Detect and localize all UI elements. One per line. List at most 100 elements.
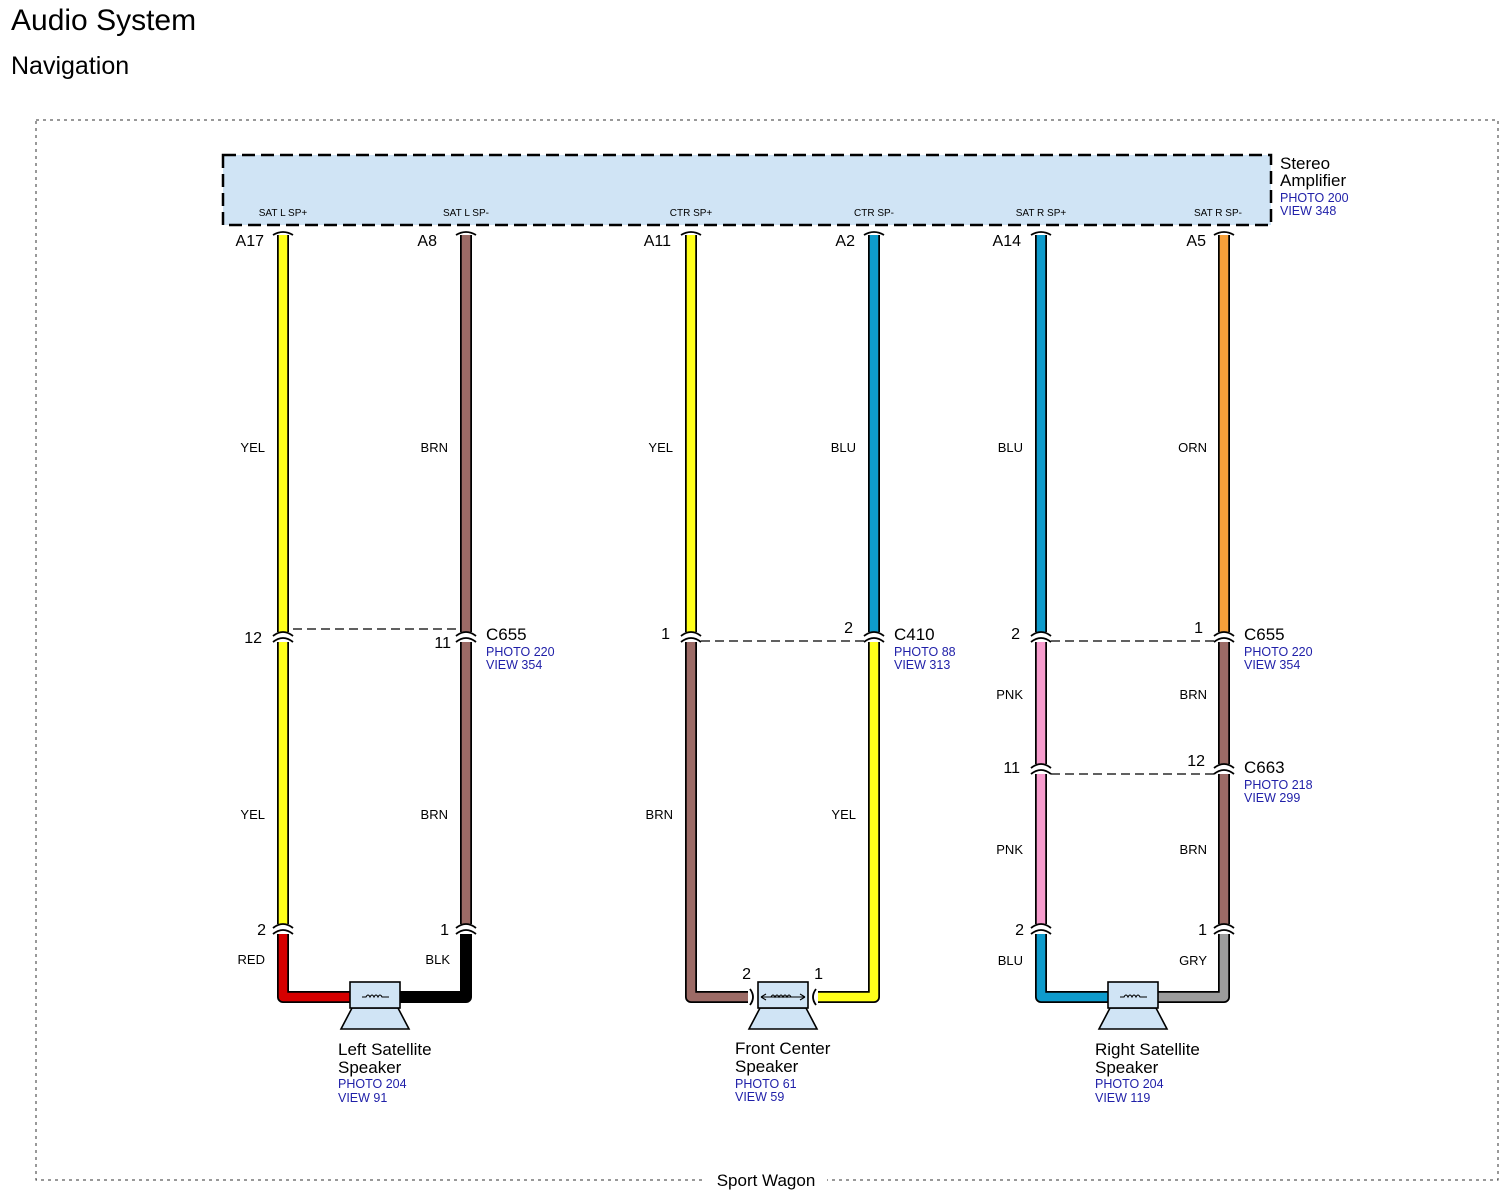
amp-pin-a8: A8 [417,233,437,250]
connector-photo-ref[interactable]: PHOTO 220 [1244,645,1313,659]
center-speaker-name-line2: Speaker [735,1057,799,1076]
left-speaker-photo-ref[interactable]: PHOTO 204 [338,1077,407,1091]
connector-pin: 12 [1187,753,1205,770]
amp-pin-a17: A17 [236,233,265,250]
wire-color-label: YEL [240,440,265,455]
amp-pin-label-sat-l-sp-neg: SAT L SP- [443,208,489,219]
center-speaker-name-line1: Front Center [735,1039,831,1058]
connector-gap [1215,632,1233,642]
connector-breaks [272,231,1235,1006]
pin-cup-icon [455,231,477,236]
connector-gap [1215,924,1233,934]
connector-gap [457,924,475,934]
wire-color-label: YEL [831,807,856,822]
right-satellite-speaker [1097,981,1169,1030]
wire-right-speaker-gry [1156,934,1229,1002]
amp-pin-a14: A14 [993,233,1022,250]
wire-color-label: YEL [240,807,265,822]
connector-pin-icon [1030,923,1052,929]
connector-view-ref[interactable]: VIEW 299 [1244,791,1300,805]
right-speaker-view-ref[interactable]: VIEW 119 [1095,1091,1150,1105]
footer-label: Sport Wagon [717,1171,816,1190]
left-satellite-speaker [339,981,411,1030]
connector-socket-icon [680,637,702,643]
connector-view-ref[interactable]: VIEW 354 [1244,658,1300,672]
pin-cup-icon [272,231,294,236]
connector-socket-icon [272,637,294,643]
wire-color-label: BLU [831,440,856,455]
connector-view-ref[interactable]: VIEW 313 [894,658,950,672]
amplifier-view-ref[interactable]: VIEW 348 [1280,204,1336,218]
connector-gap [274,632,292,642]
wire-color-label: BRN [646,807,673,822]
right-speaker-name-line2: Speaker [1095,1058,1159,1077]
wire-color-label: YEL [648,440,673,455]
wire-color-label: BRN [421,440,448,455]
speaker-pin: 1 [814,966,823,983]
speaker-pin: 1 [1198,922,1207,939]
wire-outline [1035,934,1110,1003]
connector-pin-icon [272,631,294,637]
right-speaker-name-line1: Right Satellite [1095,1040,1200,1059]
left-speaker-name-line2: Speaker [338,1058,402,1077]
center-speaker-photo-ref[interactable]: PHOTO 61 [735,1077,797,1091]
wires [277,235,1230,1003]
connector-pin-icon [1213,763,1235,769]
amp-pin-label-sat-r-sp-pos: SAT R SP+ [1016,208,1067,219]
amplifier-photo-ref[interactable]: PHOTO 200 [1280,191,1349,205]
connector-name-c410: C410 [894,625,935,644]
connector-pin-icon [1030,631,1052,637]
connector-pin-icon [1213,631,1235,637]
connector-pin-icon [1030,763,1052,769]
connector-gap [682,632,700,642]
speaker-connector-icon [749,988,754,1006]
speaker-cone-icon [339,1007,411,1030]
connector-gap [1215,764,1233,774]
connector-gap [457,632,475,642]
connector-pin: 1 [1194,620,1203,637]
connector-view-ref[interactable]: VIEW 354 [486,658,542,672]
connector-gap [1032,764,1050,774]
connector-name-c655-right: C655 [1244,625,1285,644]
connector-gap [865,632,883,642]
speaker-pin: 2 [1015,922,1024,939]
left-speaker-view-ref[interactable]: VIEW 91 [338,1091,387,1105]
stereo-amplifier [221,153,1273,227]
amplifier-name-line2: Amplifier [1280,171,1346,190]
connector-links [293,628,1214,775]
front-center-speaker [747,981,819,1030]
amp-pin-label-sat-r-sp-neg: SAT R SP- [1194,208,1242,219]
footer-mask [705,1168,827,1192]
amp-pin-label-ctr-sp-pos: CTR SP+ [670,208,713,219]
speaker-magnet-icon [757,981,809,1009]
right-speaker-photo-ref[interactable]: PHOTO 204 [1095,1077,1164,1091]
connector-name-c655-left: C655 [486,625,527,644]
wire-color-label: BRN [1180,842,1207,857]
connector-pin: 2 [1011,626,1020,643]
coil-icon [770,994,792,999]
connector-pin: 2 [844,620,853,637]
amp-pin-label-sat-l-sp-pos: SAT L SP+ [259,208,308,219]
center-speaker-view-ref[interactable]: VIEW 59 [735,1090,784,1104]
connector-photo-ref[interactable]: PHOTO 218 [1244,778,1313,792]
wire-outline [277,934,352,1003]
connector-photo-ref[interactable]: PHOTO 88 [894,645,956,659]
speaker-pin: 2 [742,966,751,983]
connector-socket-icon [1213,929,1235,935]
wire-color-label: BLK [425,952,450,967]
speaker-pin: 2 [257,922,266,939]
page-subtitle: Navigation [11,52,129,80]
connector-gap [1032,924,1050,934]
connector-pin-icon [680,631,702,637]
wire-color-label: BRN [1180,687,1207,702]
amplifier-name-line1: Stereo [1280,154,1330,173]
connector-photo-ref[interactable]: PHOTO 220 [486,645,555,659]
wire-color-label: GRY [1179,953,1207,968]
wire-center-speaker-brn [686,642,748,1002]
pin-cup-icon [863,231,885,236]
connector-pin-icon [455,923,477,929]
connector-pin: 11 [1003,760,1020,777]
amp-pin-a5: A5 [1186,233,1206,250]
page-title: Audio System [11,4,196,37]
connector-socket-icon [272,929,294,935]
